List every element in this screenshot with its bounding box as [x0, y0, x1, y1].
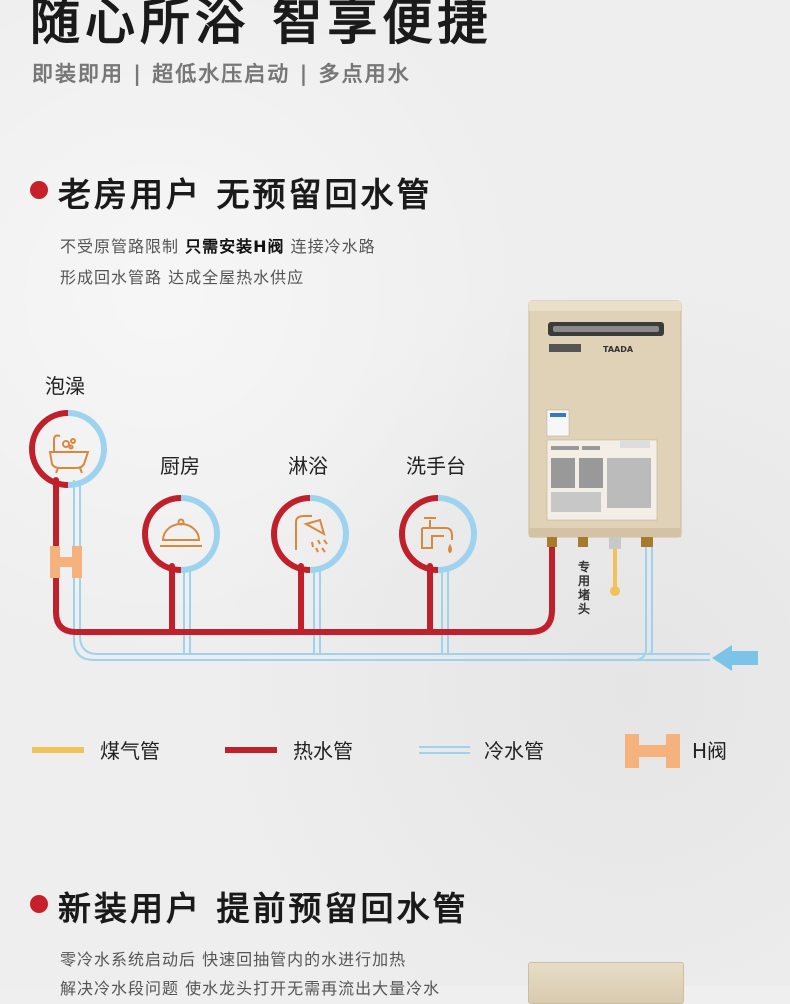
- point-label-shower: 淋浴: [288, 454, 328, 478]
- cold-water-pipes: [73, 480, 710, 661]
- bathtub-icon: [48, 434, 90, 474]
- section2-bullet: [30, 895, 48, 913]
- legend-gas-label: 煤气管: [100, 739, 160, 763]
- section1-desc-line1: 不受原管路限制 只需安装H阀 连接冷水路: [60, 233, 376, 257]
- hot-water-pipes: [53, 477, 555, 635]
- cold-inlet-arrow: [712, 645, 758, 671]
- section2-desc-line1: 零冷水系统启动后 快速回抽管内的水进行加热: [60, 950, 407, 969]
- point-label-bath: 泡澡: [45, 374, 85, 398]
- section2-desc-line2: 解决冷水段问题 使水龙头打开无需再流出大量冷水: [60, 979, 441, 998]
- faucet-icon: [421, 517, 453, 554]
- point-label-kitchen: 厨房: [160, 454, 200, 478]
- shower-circle: [271, 495, 349, 573]
- desc-highlight: 只需安装H阀: [185, 237, 285, 256]
- fixture-circles: [29, 410, 477, 573]
- svg-text:TAADA: TAADA: [603, 345, 634, 354]
- section1-title: 老房用户 无预留回水管: [58, 175, 433, 214]
- legend-hvalve-label: H阀: [692, 739, 728, 763]
- section1-bullet: [30, 181, 48, 199]
- cloche-icon: [160, 518, 202, 547]
- gas-pipe: [610, 543, 620, 596]
- bath-circle: [29, 410, 107, 488]
- hero-title: 随心所浴 智享便捷: [30, 0, 493, 51]
- sink-circle: [399, 495, 477, 573]
- kitchen-circle: [142, 495, 220, 573]
- point-label-sink: 洗手台: [406, 454, 466, 478]
- hero-subtitle: 即装即用 | 超低水压启动 | 多点用水: [32, 62, 411, 86]
- legend-hot-label: 热水管: [293, 739, 353, 763]
- h-valve: [50, 546, 82, 578]
- section2-title: 新装用户 提前预留回水管: [58, 889, 469, 928]
- water-heater: TAADA: [528, 300, 682, 549]
- desc-text-a: 不受原管路限制: [60, 237, 186, 256]
- plug-label: 专用堵头: [578, 560, 591, 616]
- desc-text-c: 连接冷水路: [284, 237, 376, 256]
- shower-icon: [295, 515, 328, 553]
- section1-desc-line2: 形成回水管路 达成全屋热水供应: [60, 268, 305, 287]
- legend-cold-label: 冷水管: [484, 739, 544, 763]
- water-heater-2: [528, 962, 684, 1004]
